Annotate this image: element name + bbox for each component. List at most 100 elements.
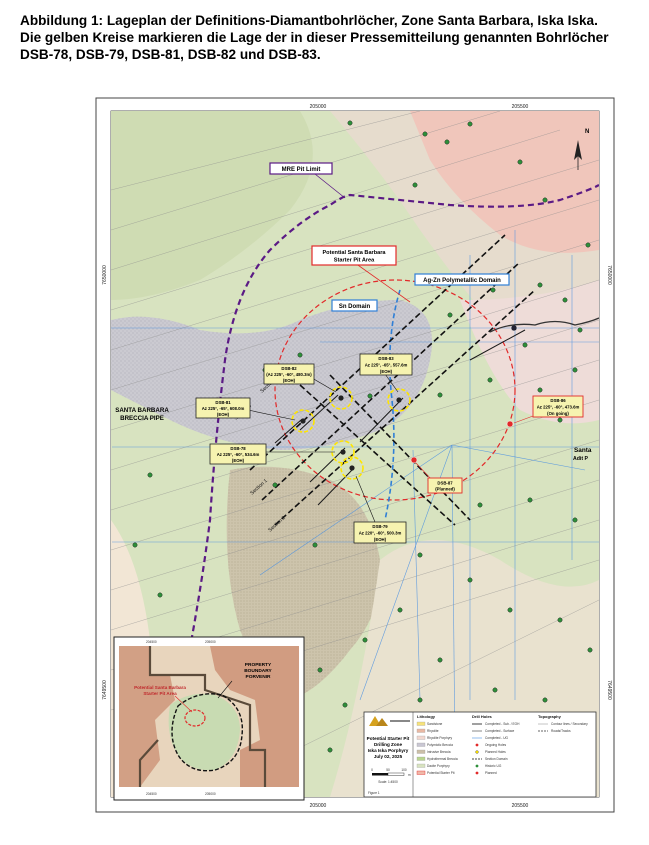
coord-bottom-left: 205000 [310,803,327,809]
svg-text:Sn Domain: Sn Domain [339,304,371,310]
grid-lines [111,111,599,797]
svg-text:(EOH): (EOH) [374,537,387,542]
hole-collars [300,324,518,471]
svg-text:(EOH): (EOH) [380,369,393,374]
legend-lith-2: Rhyolite [427,729,439,733]
legend-drill-5: Planned Holes [485,750,506,754]
legend-lithology-title: Lithology [417,714,436,719]
santa-adit-label-2: Adit P [573,456,589,462]
legend-drill-6: Section Domain [485,757,508,761]
figure-caption: Abbildung 1: Lageplan der Definitions-Di… [20,12,635,63]
coord-bottom-right: 205500 [512,803,529,809]
inset-property-label-3: PORVENIR [246,674,272,680]
sn-domain-boundary [384,289,401,521]
title-line-2: Drilling Zone [374,742,403,747]
ag-zn-domain-label: Ag-Zn Polymetallic Domain [414,273,510,286]
svg-text:(Az 225°, -60°, 480.3m): (Az 225°, -60°, 480.3m) [266,372,312,377]
svg-text:DSB-82: DSB-82 [281,366,297,371]
svg-text:Ag-Zn Polymetallic Domain: Ag-Zn Polymetallic Domain [423,278,501,284]
coord-right-upper: 7650000 [606,265,612,285]
caption-line-2: Die gelben Kreise markieren die Lage der… [20,30,609,45]
legend-lith-4: Polymictic Breccia [427,743,453,747]
legend-lith-1: Sandstone [427,722,442,726]
svg-text:Az 225°, -65°, 608.0m: Az 225°, -65°, 608.0m [202,406,245,411]
legend-topo-2: Roads/Tracks [551,729,571,733]
breccia-pipe-label-1: SANTA BARBARA [115,407,169,414]
inset-coord-top-left: 204500 [146,640,157,644]
inset-map: Potential Santa Barbara Starter Pit Area… [113,636,305,801]
callout-dsb87: DSB-87 (Planned) [415,462,463,494]
starter-pit-label: Potential Santa Barbara Starter Pit Area [311,245,411,303]
legend-drill-3: Completed - UG [485,736,509,740]
company-logo-icon [369,716,410,726]
caption-line-1: Abbildung 1: Lageplan der Definitions-Di… [20,13,598,28]
callout-dsb81: DSB-81 Az 225°, -65°, 608.0m (EOH) [195,397,296,421]
legend-lith-3: Rhyolite Porphyry [427,736,453,740]
coord-right-lower: 7649500 [606,680,612,700]
north-arrow-icon: N [574,129,589,170]
svg-text:100: 100 [401,768,407,772]
starter-pit-outline [274,279,516,501]
road-track [489,317,599,333]
svg-text:DSB-79: DSB-79 [372,524,388,529]
svg-text:Az 225°, -60°, 534.6m: Az 225°, -60°, 534.6m [217,452,260,457]
svg-text:(Planned): (Planned) [435,487,455,492]
breccia-pipe-label-2: BRECCIA PIPE [120,415,164,422]
svg-text:Az 225°, -60°, 473.6m: Az 225°, -60°, 473.6m [537,405,580,410]
inset-property-label-1: PROPERTY [245,662,272,668]
legend-topo-1: Contour lines / Secondary [551,722,588,726]
svg-text:50: 50 [386,768,390,772]
legend-drill-7: Historic UG [485,764,502,768]
figure-number: Figure 1 [368,791,380,795]
santa-adit-label-1: Santa [574,447,592,454]
legend-topo-title: Topography [538,714,562,719]
legend-lithology-swatches [416,721,426,775]
legend-drill-title: Drill Holes [472,714,493,719]
highlight-circles [291,386,411,480]
coord-top-left: 205000 [310,104,327,110]
svg-text:Scale: 1:4500: Scale: 1:4500 [378,780,398,784]
north-label: N [585,129,589,135]
svg-text:(On going): (On going) [547,411,569,416]
svg-text:Potential Santa Barbara: Potential Santa Barbara [322,250,386,256]
legend-topo-swatches [538,723,548,732]
callout-dsb86: DSB-86 Az 225°, -60°, 473.6m (On going) [513,395,584,424]
caption-line-3: DSB-78, DSB-79, DSB-81, DSB-82 und DSB-8… [20,47,321,62]
sn-domain-label: Sn Domain [331,299,378,312]
inset-property-label-2: BOUNDARY [244,668,272,674]
legend-lith-7: Dacite Porphyry [427,764,450,768]
title-block: Potential Starter Pit Drilling Zone Iska… [363,711,597,798]
legend-drill-1: Completed - Sub. / EOH [485,722,520,726]
green-upper-zone [111,111,313,300]
inset-starter-label-2: Starter Pit Area [143,691,177,696]
legend-drill-swatches [472,723,482,775]
scale-bar: 0 50 100 m Scale: 1:4500 [371,768,411,784]
coord-top-right: 205500 [512,104,529,110]
coord-left-lower: 7649500 [102,680,108,700]
title-line-1: Potential Starter Pit [367,736,410,741]
legend-lith-8: Potential Starter Pit [427,771,455,775]
svg-text:Starter Pit Area: Starter Pit Area [334,258,375,264]
inset-coord-bottom-left: 204500 [146,792,157,796]
svg-text:Az 225°, -65°, 557.6m: Az 225°, -65°, 557.6m [365,363,408,368]
coord-left-upper: 7650000 [102,265,108,285]
callout-dsb83: DSB-83 Az 225°, -65°, 557.6m (EOH) [359,353,413,393]
svg-text:DSB-86: DSB-86 [550,398,566,403]
inset-coord-top-mid: 205000 [205,640,216,644]
svg-text:DSB-81: DSB-81 [215,400,231,405]
svg-text:DSB-78: DSB-78 [230,446,246,451]
pink-rhyolite-zone [410,111,599,253]
inset-coord-bottom-mid: 205000 [205,792,216,796]
callout-dsb79: DSB-79 Az 220°, -60°, 500.3m (EOH) [353,475,407,544]
legend-drill-2: Completed - Surface [485,729,514,733]
legend-lith-6: Hydrothermal Breccia [427,757,458,761]
legend-drill-8: Planned [485,771,497,775]
svg-text:DSB-87: DSB-87 [437,481,453,486]
pink-lower-zone [460,280,599,424]
mre-pit-limit-line [178,184,599,701]
inset-starter-label-1: Potential Santa Barbara [134,685,186,690]
callout-dsb78: DSB-78 Az 225°, -60°, 534.6m (EOH) [209,443,335,465]
drill-traces [274,329,526,506]
legend-lith-5: Intrusive Breccia [427,750,451,754]
